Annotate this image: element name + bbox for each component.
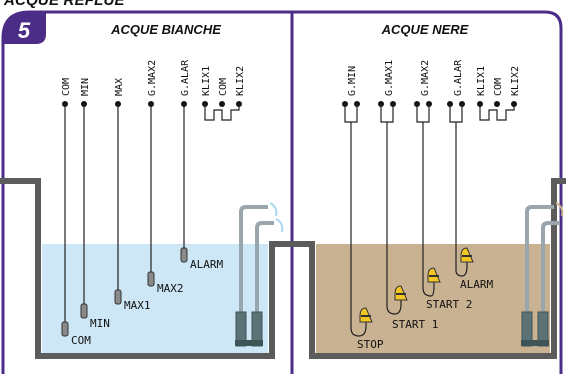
terminal-label: COM bbox=[218, 78, 229, 96]
left-terminal-labels: COM MIN MAX G.MAX2 G.ALAR KLIX1 COM KLIX… bbox=[61, 59, 246, 96]
pump-base bbox=[521, 340, 549, 346]
left-panel-title: ACQUE BIANCHE bbox=[110, 22, 221, 37]
probe-sensor bbox=[80, 303, 88, 319]
terminal-label: MIN bbox=[80, 78, 91, 96]
probe-label: COM bbox=[71, 334, 91, 347]
probe-sensor bbox=[114, 289, 122, 305]
discharge-pipe bbox=[525, 205, 554, 312]
terminal-label: G.ALAR bbox=[453, 59, 464, 96]
float-label: START 2 bbox=[426, 298, 472, 311]
probe-label: MIN bbox=[90, 317, 110, 330]
probe-label: MAX1 bbox=[124, 299, 151, 312]
float-label: STOP bbox=[357, 338, 384, 351]
probe-sensor bbox=[180, 247, 188, 263]
right-tank-wall bbox=[292, 178, 566, 359]
water-spray bbox=[269, 202, 278, 217]
right-pump bbox=[521, 202, 564, 347]
pump-base bbox=[235, 340, 263, 346]
terminal-dot bbox=[219, 101, 225, 107]
terminal-label: KLIX2 bbox=[235, 66, 246, 96]
discharge-pipe bbox=[541, 221, 560, 312]
left-terminal-dots bbox=[62, 101, 242, 107]
right-float-labels: STOP START 1 START 2 ALARM bbox=[357, 278, 493, 351]
step-number: 5 bbox=[18, 18, 31, 43]
float-cable bbox=[350, 122, 367, 337]
terminal-label: G.MAX2 bbox=[420, 60, 431, 96]
terminal-dot bbox=[494, 101, 500, 107]
right-terminal-labels: G.MIN G.MAX1 G.MAX2 G.ALAR KLIX1 COM KLI… bbox=[347, 59, 521, 96]
page-title: ACQUE REFLUE bbox=[4, 0, 125, 9]
terminal-label: MAX bbox=[114, 78, 125, 96]
float-cable bbox=[422, 122, 435, 297]
right-float-cables bbox=[344, 104, 515, 337]
float-loop bbox=[449, 104, 463, 123]
float-label: START 1 bbox=[392, 318, 438, 331]
float-cable bbox=[455, 122, 468, 277]
float-label: ALARM bbox=[460, 278, 493, 291]
left-probes bbox=[61, 247, 188, 337]
right-panel-title: ACQUE NERE bbox=[381, 22, 469, 37]
terminal-label: COM bbox=[61, 78, 72, 96]
terminal-label: KLIX2 bbox=[510, 66, 521, 96]
probe-sensor bbox=[61, 321, 69, 337]
white-water bbox=[42, 244, 268, 353]
left-pump bbox=[235, 202, 284, 347]
klix-jumper bbox=[204, 104, 240, 121]
left-tank-wall bbox=[0, 178, 292, 359]
terminal-label: KLIX1 bbox=[201, 66, 212, 96]
discharge-pipe bbox=[255, 221, 274, 312]
right-floats bbox=[359, 247, 474, 323]
terminal-label: G.ALAR bbox=[180, 59, 191, 96]
float-cable bbox=[386, 122, 402, 315]
terminal-label: G.MAX2 bbox=[147, 60, 158, 96]
sewage-spray bbox=[555, 202, 564, 217]
float-loop bbox=[344, 104, 358, 123]
left-probe-wires bbox=[64, 104, 240, 322]
left-tank bbox=[0, 178, 292, 359]
terminal-label: G.MAX1 bbox=[384, 60, 395, 96]
terminal-label: KLIX1 bbox=[476, 66, 487, 96]
step-badge bbox=[3, 12, 46, 44]
terminal-label: G.MIN bbox=[347, 66, 358, 96]
probe-sensor bbox=[147, 271, 155, 287]
float-loop bbox=[416, 104, 430, 123]
float-loop bbox=[380, 104, 394, 123]
klix-jumper bbox=[479, 104, 515, 121]
probe-label: MAX2 bbox=[157, 282, 184, 295]
terminal-label: COM bbox=[493, 78, 504, 96]
water-spray bbox=[275, 218, 284, 233]
discharge-pipe bbox=[239, 205, 268, 312]
probe-label: ALARM bbox=[190, 258, 223, 271]
left-probe-labels: COM MIN MAX1 MAX2 ALARM bbox=[71, 258, 223, 347]
